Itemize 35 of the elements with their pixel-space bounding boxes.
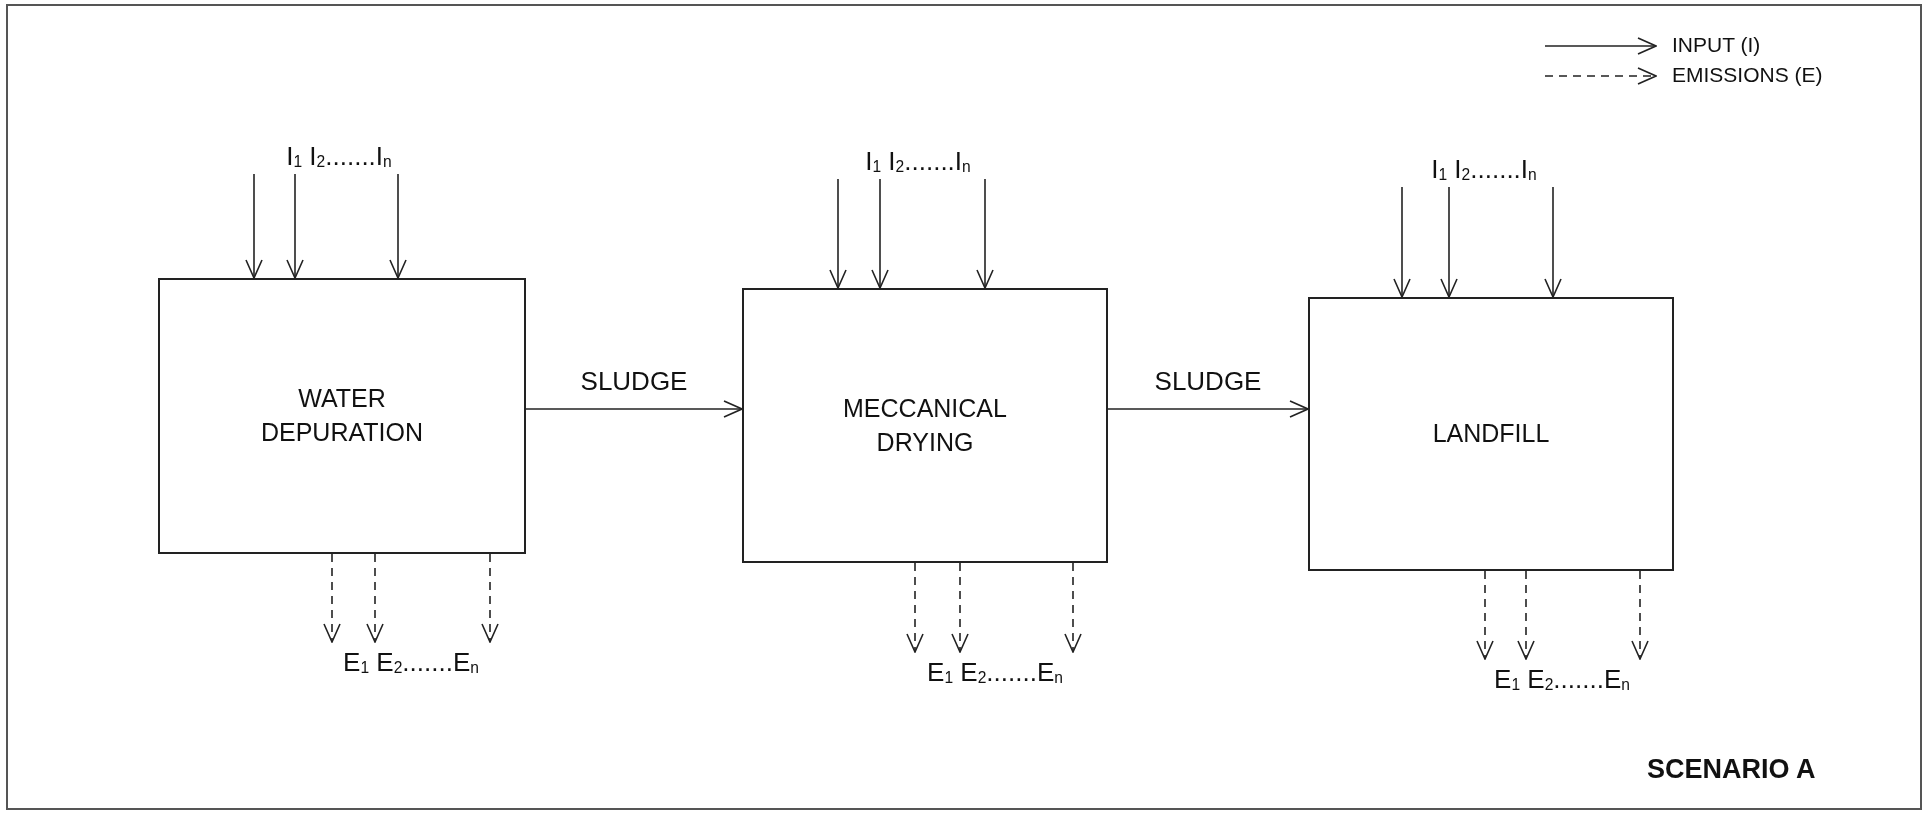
legend-label: INPUT (I) [1672,33,1761,57]
arrow [525,400,743,418]
flow-index-label: I$_{1}$ I$_{2}$.......I$_{n}$ [286,140,392,172]
arrow [1440,186,1458,298]
process-box [158,278,526,554]
process-label: LANDFILL [1432,418,1550,450]
dashed-arrow [323,553,341,643]
dashed-arrow [1631,570,1649,660]
flow-index-label: I$_{1}$ I$_{2}$.......I$_{n}$ [1431,153,1537,185]
arrow [1107,400,1309,418]
flow-index-label: I$_{1}$ I$_{2}$.......I$_{n}$ [865,145,971,177]
flow-index-label: E$_{1}$ E$_{2}$.......E$_{n}$ [1494,663,1630,695]
dashed-arrow [1064,562,1082,653]
process-box [742,288,1108,563]
arrow [1393,186,1411,298]
arrow [389,173,407,279]
process-label: MECCANICAL DRYING [842,392,1008,458]
arrow [829,178,847,289]
arrow [286,173,304,279]
dashed-arrow [366,553,384,643]
dashed-arrow [951,562,969,653]
process-label: WATER DEPURATION [259,383,425,448]
arrow [245,173,263,279]
dashed-arrow [481,553,499,643]
process-box [1308,297,1674,571]
dashed-arrow [906,562,924,653]
arrow [1544,186,1562,298]
flow-index-label: E$_{1}$ E$_{2}$.......E$_{n}$ [343,646,479,678]
flow-index-label: E$_{1}$ E$_{2}$.......E$_{n}$ [927,656,1063,688]
dashed-arrow [1517,570,1535,660]
arrow [976,178,994,289]
arrow [871,178,889,289]
scenario-label: SCENARIO A [1647,754,1816,785]
dashed-arrow [1476,570,1494,660]
legend-label: EMISSIONS (E) [1672,63,1823,87]
